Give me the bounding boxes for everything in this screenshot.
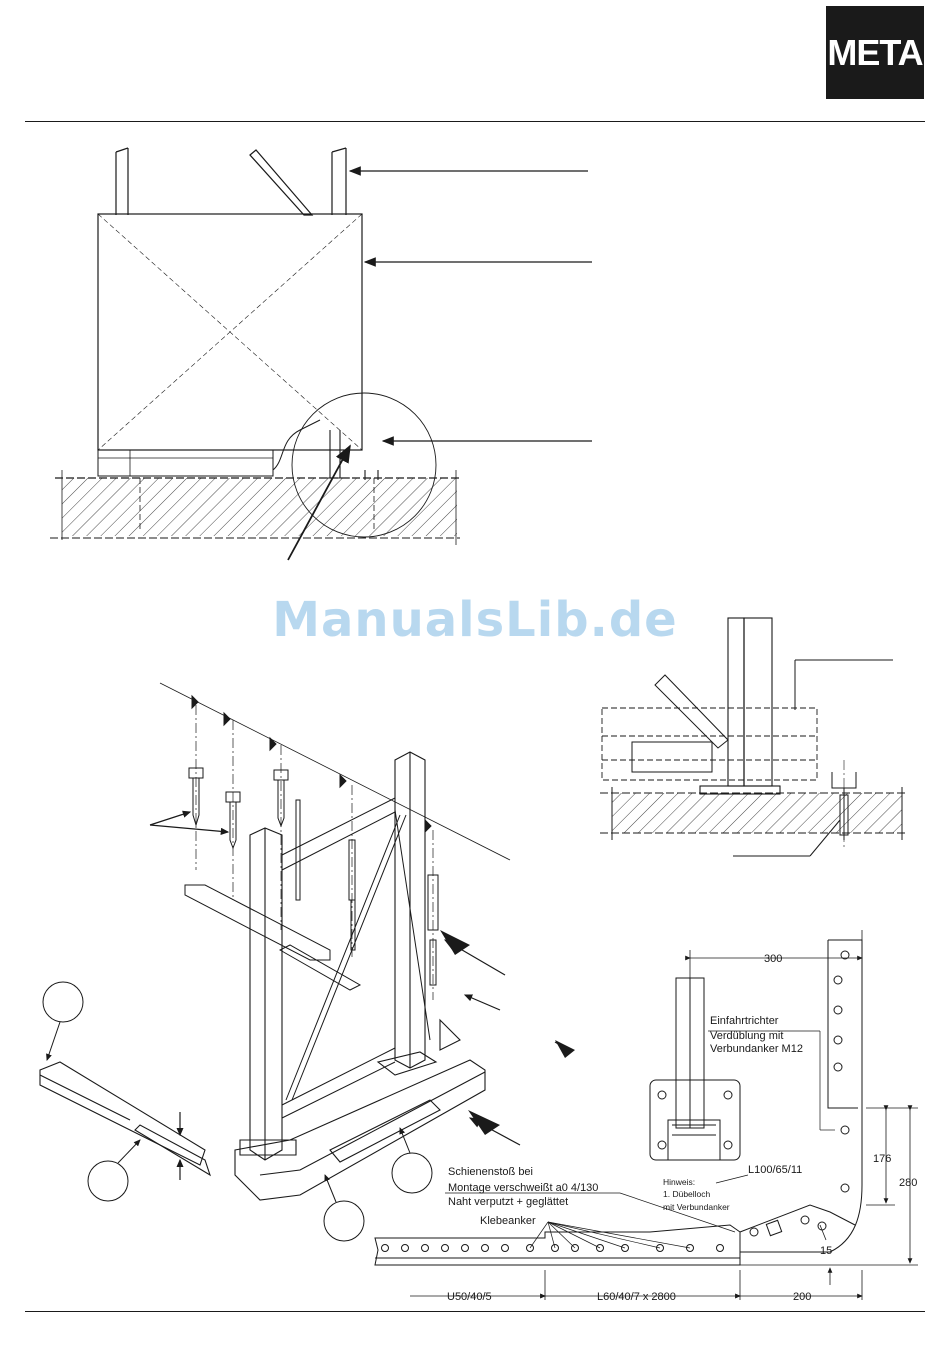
anchor-label-line1: Verdüblung mit	[710, 1030, 783, 1042]
dim-200: 200	[793, 1291, 811, 1303]
glue-anchor-label: Klebeanker	[480, 1215, 536, 1227]
joint-label-line1: Schienenstoß bei	[448, 1166, 533, 1178]
anchor-label-line2: Verbundanker M12	[710, 1043, 803, 1055]
profile-u-label: U50/40/5	[447, 1291, 492, 1303]
joint-label-line2: Montage verschweißt a0 4/130	[448, 1182, 598, 1194]
joint-label-line3: Naht verputzt + geglättet	[448, 1196, 568, 1208]
dim-176: 176	[873, 1153, 891, 1165]
dim-280: 280	[899, 1177, 917, 1189]
detail-angle-rail	[740, 940, 862, 1252]
funnel-label: Einfahrtrichter	[710, 1015, 779, 1027]
angle-profile-label: L100/65/11	[748, 1164, 802, 1176]
note-line2: mit Verbundanker	[663, 1202, 730, 1212]
dim-300: 300	[764, 953, 782, 965]
note-title: Hinweis:	[663, 1177, 695, 1187]
detail-base-plate	[650, 978, 740, 1160]
note-line1: 1. Dübelloch	[663, 1189, 711, 1199]
profile-l-label: L60/40/7 x 2800	[597, 1291, 676, 1303]
dim-15: 15	[820, 1245, 832, 1257]
